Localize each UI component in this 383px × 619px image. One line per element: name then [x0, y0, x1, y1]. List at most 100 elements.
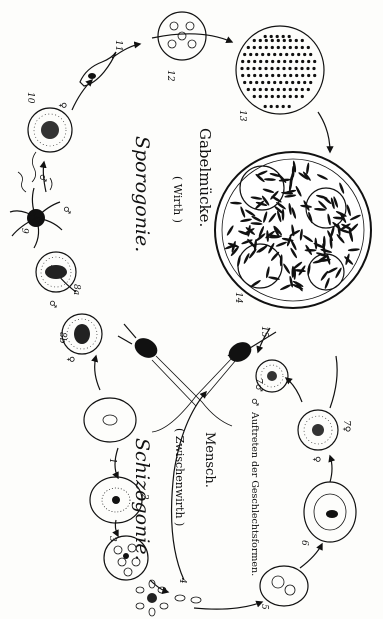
- sporozoite-dot: [285, 53, 288, 56]
- male-symbol-7: ♂: [249, 398, 259, 406]
- sporozoite-dot: [265, 39, 268, 42]
- sporozoite-dot: [259, 46, 262, 49]
- sporozoite-dot: [313, 74, 316, 77]
- sporozoite-dot: [253, 39, 256, 42]
- stage-10-zygote: [28, 108, 72, 182]
- sporozoite-dot: [249, 53, 252, 56]
- sporozoite-dot: [249, 81, 252, 84]
- stage-11-ookinete: [80, 52, 116, 86]
- sporozoite-dot: [247, 88, 250, 91]
- stage-6-gametocyte: [304, 482, 356, 542]
- sporozoite-dot: [271, 88, 274, 91]
- sporozoite-dot: [291, 53, 294, 56]
- host-label-human: Mensch.: [202, 432, 217, 488]
- sporozoite-dot: [253, 74, 256, 77]
- female-symbol-7: ♀: [311, 456, 321, 463]
- sporozoite-dot: [270, 35, 273, 38]
- sporozoite-dot: [258, 67, 261, 70]
- sporozoite-dot: [283, 95, 286, 98]
- sporozoite-dot: [270, 105, 273, 108]
- sporozoite-dot: [259, 60, 262, 63]
- label-stage-1: 1: [107, 458, 117, 464]
- sporozoite-dot: [264, 35, 267, 38]
- sporozoite-dot: [295, 60, 298, 63]
- sporozoite-dot: [261, 81, 264, 84]
- sporozoite-dot: [259, 88, 262, 91]
- schizogonie-titles: Schizogonie. ( Zwischenwirth ) Mensch. A…: [131, 411, 260, 576]
- sporozoite-dot: [309, 53, 312, 56]
- sporozoite-dot: [267, 81, 270, 84]
- sporogonie-titles: Gabelmücke. ( Wirth ) Sporogonie.: [131, 128, 214, 252]
- sporozoite-dot: [265, 74, 268, 77]
- sporozoite-dot: [277, 46, 280, 49]
- stage-5-red-cell: [260, 566, 308, 606]
- stage-13-mature-oocyst: [236, 26, 324, 114]
- sporozoite-dot: [283, 60, 286, 63]
- sporozoite-dot: [301, 95, 304, 98]
- label-stage-4: 4: [177, 577, 187, 584]
- male-symbol-9b: ♂: [61, 206, 71, 214]
- sporozoite-dot: [277, 60, 280, 63]
- arrow-7-to-15: [286, 378, 302, 402]
- male-symbol-8a: ♂: [47, 300, 57, 308]
- sporozoite-dot: [283, 46, 286, 49]
- title-sporogonie: Sporogonie.: [131, 136, 153, 252]
- sporozoite-dot: [255, 81, 258, 84]
- arrow-13-to-14: [318, 112, 330, 152]
- male-symbol-9: ♂: [37, 174, 47, 182]
- female-symbol-8b: ♀: [65, 356, 75, 363]
- sporozoite-dot: [264, 105, 267, 108]
- sporozoite-dot: [289, 46, 292, 49]
- sporozoite-dot: [279, 53, 282, 56]
- sporozoite-dot: [265, 46, 268, 49]
- host-label-mosquito: Gabelmücke.: [196, 128, 214, 227]
- stage-1-red-cell: [84, 398, 136, 442]
- sporozoite-dot: [289, 60, 292, 63]
- sporozoite-dot: [271, 60, 274, 63]
- label-stage-7-male: 7♂: [253, 378, 263, 392]
- sporozoite-dot: [307, 74, 310, 77]
- arrow-1-to-8b: [95, 356, 100, 390]
- stage-14-sporocyst: [215, 152, 371, 308]
- sporozoite-dot: [270, 67, 273, 70]
- sporozoite-dot: [301, 60, 304, 63]
- sporozoite-dot: [240, 67, 243, 70]
- sporozoite-dot: [301, 39, 304, 42]
- sporozoite-dot: [259, 74, 262, 77]
- sporozoite-dot: [276, 35, 279, 38]
- label-stage-3: 3: [107, 536, 117, 542]
- note-sexual-forms: Auftreten der Geschlechtsformen.: [249, 411, 260, 576]
- sporozoite-dot: [277, 95, 280, 98]
- sporozoite-dot: [241, 74, 244, 77]
- sporozoite-dot: [283, 88, 286, 91]
- sporozoite-dot: [247, 74, 250, 77]
- sporozoite-dot: [277, 88, 280, 91]
- label-stage-14: 14: [233, 292, 243, 304]
- label-stage-6: 6: [299, 540, 309, 546]
- sporozoite-dot: [289, 95, 292, 98]
- sporozoite-dot: [312, 67, 315, 70]
- sporozoite-dot: [259, 95, 262, 98]
- sporozoite-dot: [295, 46, 298, 49]
- sporozoite-dot: [271, 46, 274, 49]
- sporozoite-dot: [253, 95, 256, 98]
- sporozoite-dot: [294, 67, 297, 70]
- sporozoite-dot: [301, 74, 304, 77]
- sporozoite-dot: [273, 53, 276, 56]
- sporozoite-dot: [289, 88, 292, 91]
- label-stage-5: 5: [259, 604, 269, 610]
- sporozoite-dot: [243, 53, 246, 56]
- sporozoite-dot: [277, 39, 280, 42]
- sporozoite-dot: [289, 39, 292, 42]
- stage-4-merozoites: [136, 580, 201, 616]
- sporozoite-dot: [282, 67, 285, 70]
- sporozoite-dot: [265, 88, 268, 91]
- arrow-5-to-6: [300, 544, 322, 568]
- sporozoite-dot: [301, 46, 304, 49]
- label-stage-8b: 8b: [57, 332, 67, 344]
- sporozoite-dot: [246, 67, 249, 70]
- sporozoite-dot: [264, 67, 267, 70]
- sporozoite-dot: [303, 81, 306, 84]
